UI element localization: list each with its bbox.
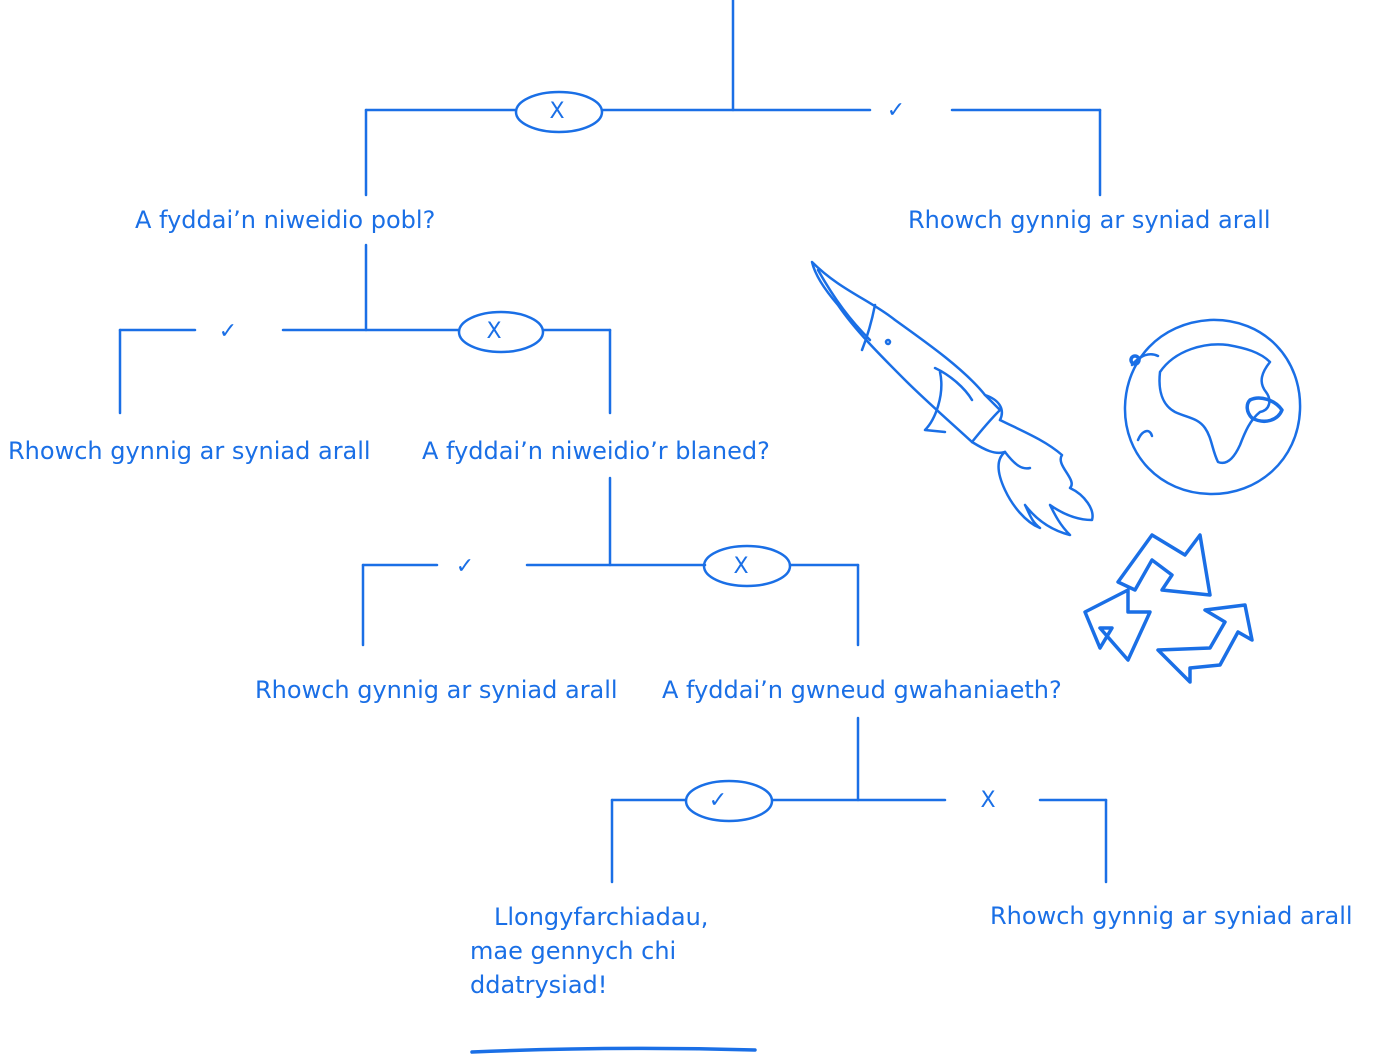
no-mark-q3: X [980,788,996,813]
success-line-2: mae gennych chi [470,937,677,965]
success-underline [470,1046,757,1054]
no-mark-q1: X [486,319,502,344]
yes-mark-q0: ✓ [886,98,906,123]
outcome-try-another-idea-4: Rhowch gynnig ar syniad arall [990,902,1353,930]
circled-no-mark-3 [702,544,792,588]
success-line-3: ddatrysiad! [470,971,608,999]
connector-root [364,0,1102,197]
outcome-try-another-idea-3: Rhowch gynnig ar syniad arall [255,676,618,704]
connector-q1 [118,243,612,415]
connector-q2 [361,476,860,647]
yes-mark-q3: ✓ [708,788,728,813]
no-mark-q0: X [549,99,565,124]
recycle-icon [1083,533,1254,684]
question-harm-planet: A fyddai’n niweidio’r blaned? [422,437,770,465]
outcome-try-another-idea-1: Rhowch gynnig ar syniad arall [908,206,1271,234]
no-mark-q2: X [733,554,749,579]
question-make-difference: A fyddai’n gwneud gwahaniaeth? [662,676,1062,704]
circled-yes-mark [684,779,774,823]
yes-mark-q1: ✓ [218,319,238,344]
circled-no-mark-1 [514,90,604,134]
circled-no-mark-2 [457,310,545,354]
question-harm-people: A fyddai’n niweidio pobl? [135,206,436,234]
rocket-icon [810,260,1094,537]
outcome-try-another-idea-2: Rhowch gynnig ar syniad arall [8,437,371,465]
connector-q3 [610,716,1108,884]
outcome-success: Llongyfarchiadau, mae gennych chi ddatry… [470,900,708,1002]
yes-mark-q2: ✓ [455,554,475,579]
earth-globe-icon [1123,318,1302,496]
success-line-1: Llongyfarchiadau, [494,903,709,931]
